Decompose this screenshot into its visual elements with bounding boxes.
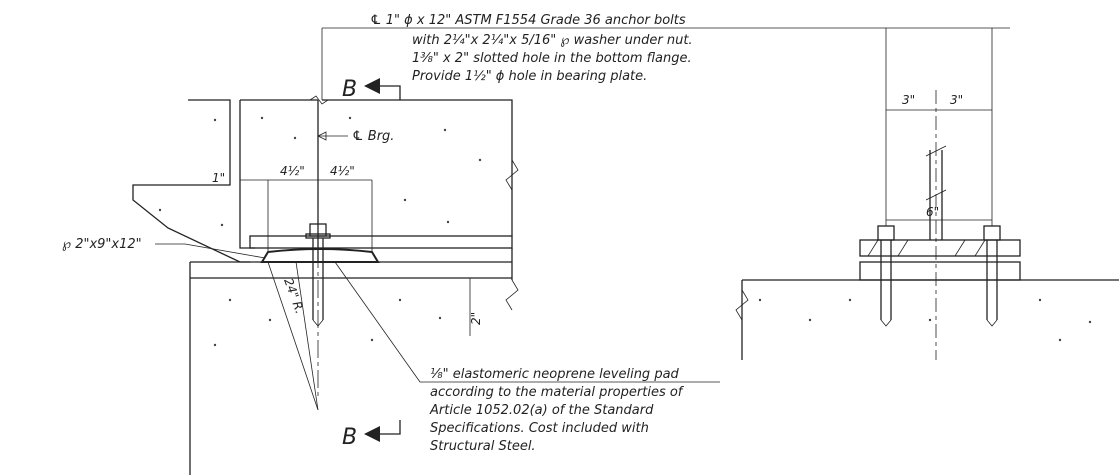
pad-note-line5: Structural Steel. bbox=[430, 439, 536, 454]
section-mark-top-label: B bbox=[342, 77, 357, 102]
section-mark-bottom: B bbox=[342, 420, 401, 450]
half-width-dimensions: 4½" 4½" bbox=[267, 164, 373, 252]
section-mark-bottom-label: B bbox=[342, 425, 357, 450]
pad-note-line3: Article 1052.02(a) of the Standard bbox=[429, 403, 654, 418]
section-bearing-plate bbox=[859, 261, 1021, 281]
dim-bolt-spacing-right: 3" bbox=[950, 93, 963, 107]
dim-radius: 24" R. bbox=[281, 276, 307, 315]
pad-note-line4: Specifications. Cost included with bbox=[430, 421, 649, 436]
edge-dimension: 1" bbox=[212, 171, 268, 185]
plate-callout-label: ℘ 2"x9"x12" bbox=[62, 237, 142, 252]
anchor-bolt-note-line1: ℄ 1" ϕ x 12" ASTM F1554 Grade 36 anchor … bbox=[370, 13, 686, 28]
dim-edge-1in: 1" bbox=[212, 171, 225, 185]
section-mark-top: B bbox=[342, 77, 401, 102]
dim-bolt-spacing-left: 3" bbox=[902, 93, 915, 107]
left-elevation: 4½" 4½" 1" 2" 24" R. ℘ 2"x9"x12" ℄ bbox=[62, 13, 1010, 475]
break-line-top bbox=[309, 95, 329, 105]
height-dimension: 2" bbox=[469, 278, 483, 336]
pad-note-line2: according to the material properties of bbox=[430, 385, 685, 400]
radius-callout: 24" R. bbox=[267, 261, 319, 411]
break-line-right bbox=[505, 159, 519, 191]
bearing-plate bbox=[260, 248, 380, 263]
section-web bbox=[929, 150, 943, 240]
dim-half-width-left: 4½" bbox=[280, 164, 305, 178]
anchor-bolt-note-line3: 1⅜" x 2" slotted hole in the bottom flan… bbox=[412, 51, 692, 66]
concrete-stipple-right bbox=[758, 298, 1092, 342]
pad-note: ⅛" elastomeric neoprene leveling pad acc… bbox=[334, 261, 720, 454]
concrete-stipple-left bbox=[158, 116, 482, 347]
anchor-bolt-note: ℄ 1" ϕ x 12" ASTM F1554 Grade 36 anchor … bbox=[321, 13, 1010, 100]
pad-note-line1: ⅛" elastomeric neoprene leveling pad bbox=[430, 367, 680, 382]
bolt-spacing-dimensions: 3" 3" 6" bbox=[886, 93, 992, 221]
flange-hatch bbox=[867, 239, 986, 257]
section-break-line bbox=[735, 289, 749, 321]
dim-bolt-spacing-total: 6" bbox=[926, 205, 939, 219]
abutment-cap-outline bbox=[132, 99, 250, 263]
diaphragm-outline bbox=[322, 99, 513, 262]
plate-callout: ℘ 2"x9"x12" bbox=[62, 237, 266, 259]
anchor-bolt-note-line2: with 2¼"x 2¼"x 5/16" ℘ washer under nut. bbox=[412, 33, 693, 48]
dim-half-width-right: 4½" bbox=[330, 164, 355, 178]
right-section-view: 3" 3" 6" bbox=[735, 28, 1119, 360]
bridge-seat-outline bbox=[189, 261, 513, 475]
break-line-seat bbox=[505, 279, 519, 311]
centerline-bearing-callout: ℄ Brg. bbox=[317, 129, 394, 144]
section-anchor-bolt-right bbox=[983, 225, 1001, 327]
dim-height-2in: 2" bbox=[469, 312, 483, 325]
anchor-bolt-note-line4: Provide 1½" ϕ hole in bearing plate. bbox=[412, 69, 647, 84]
bottom-flange bbox=[249, 235, 513, 249]
centerline-bearing-label: ℄ Brg. bbox=[352, 129, 394, 144]
section-anchor-bolt-left bbox=[877, 225, 895, 327]
section-bottom-flange bbox=[859, 239, 1021, 257]
